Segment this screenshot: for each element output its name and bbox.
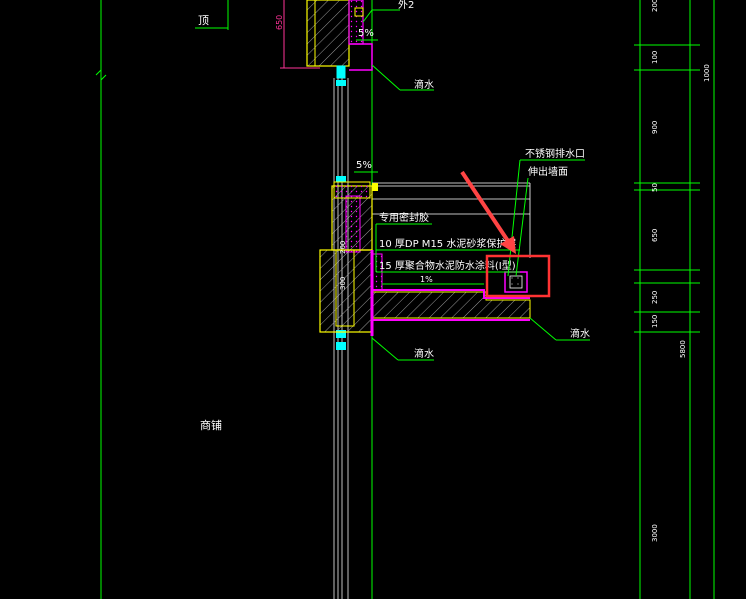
layer-leaders (375, 223, 520, 273)
layer-label-1: 专用密封胶 (379, 211, 429, 224)
layer-label-2: 10 厚DP M15 水泥砂浆保护层 (379, 237, 516, 250)
slope-layer: 1% (420, 275, 433, 284)
left-dim-200: 200 (339, 241, 347, 254)
highlight-box (485, 254, 551, 298)
curtain-wall (333, 78, 349, 599)
top-right-note: 外2 (398, 0, 414, 11)
dim-1000: 1000 (703, 64, 711, 82)
dim-150: 150 (651, 315, 659, 328)
drain-title-1: 不锈钢排水口 (525, 147, 585, 160)
dim-650: 650 (651, 229, 659, 242)
drip-label-2: 滴水 (570, 327, 590, 340)
drip-label-1: 滴水 (414, 78, 434, 91)
highlight-arrow (460, 170, 516, 254)
dim-100: 100 (651, 51, 659, 64)
drip-leader-3 (371, 337, 434, 361)
upper-slab (306, 0, 373, 79)
top-left-label: 顶 (198, 14, 209, 27)
drip-label-3: 滴水 (414, 347, 434, 360)
dim-3000: 3000 (651, 524, 659, 542)
dim-50: 50 (651, 183, 659, 192)
layer-label-3: 15 厚聚合物水泥防水涂料(I型) (379, 259, 516, 272)
dim-900: 900 (651, 121, 659, 134)
drip-leader-2 (529, 317, 590, 341)
left-dim-650-text: 650 (275, 15, 284, 30)
left-dim-300: 300 (339, 277, 347, 290)
break-mark-left (95, 68, 107, 82)
shop-label: 商铺 (200, 418, 222, 432)
drain-title-2: 伸出墙面 (528, 165, 568, 178)
right-dimension-ticks (634, 44, 700, 333)
slope-top: 5% (358, 28, 374, 39)
top-right-note-leader (362, 9, 400, 23)
canopy-outline (372, 182, 531, 258)
dim-5800: 5800 (679, 340, 687, 358)
dim-200: 200 (651, 0, 659, 12)
mullion-joints (336, 80, 346, 350)
left-dimension-650 (280, 0, 320, 69)
drip-leader-1 (371, 64, 434, 91)
slope-mid: 5% (356, 160, 372, 171)
dim-250: 250 (651, 291, 659, 304)
